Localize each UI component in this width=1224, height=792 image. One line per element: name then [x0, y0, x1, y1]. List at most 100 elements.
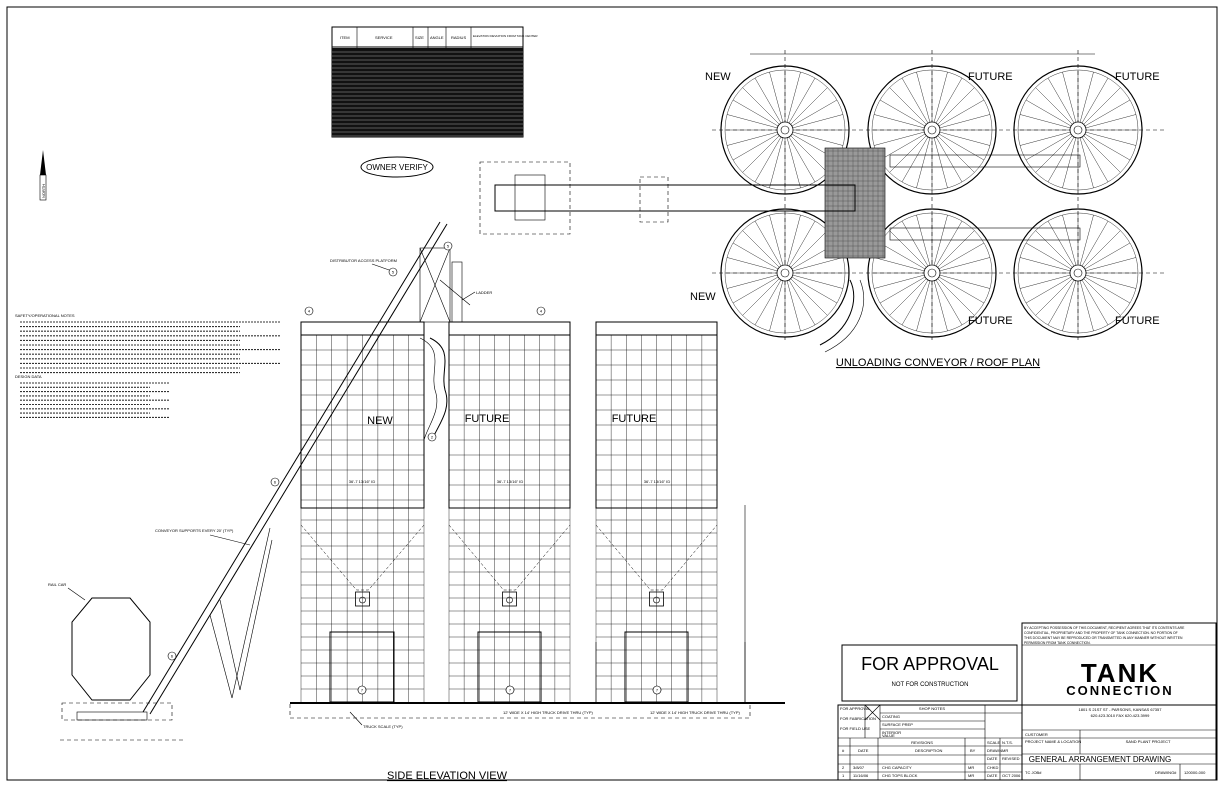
plan-tank-1	[720, 65, 850, 195]
callout-truck-drive-2: 12' WIDE X 14' HIGH TRUCK DRIVE THRU (TY…	[650, 710, 741, 715]
date2-label: DATE	[987, 773, 998, 778]
sheet-border	[6, 6, 1218, 781]
truck-bay-1	[329, 631, 395, 703]
tank-elev-label-new: NEW	[367, 415, 393, 427]
callout-bubble-number-3: 5	[447, 244, 450, 249]
disclaimer-text: BY ACCEPTING POSSESSION OF THIS DOCUMENT…	[1024, 626, 1185, 645]
design-data-block	[20, 382, 170, 418]
scale-label: SCALE	[987, 740, 1000, 745]
callout-bubble-0	[304, 306, 314, 316]
callout-bubble-4	[427, 432, 437, 442]
callout-bubble-8	[505, 685, 515, 695]
shop-row-value: VALUE	[882, 733, 895, 738]
callout-bubble-1	[536, 306, 546, 316]
truck-bay-2	[477, 631, 542, 703]
tank-diameter-2: 36'-7 13/16" ID	[497, 479, 524, 484]
plan-tank-4	[720, 208, 850, 338]
table-header-radius: RADIUS	[451, 35, 466, 40]
shop-row-coating: COATING	[882, 714, 900, 719]
incline-conveyor	[142, 221, 448, 715]
drawn-value: MR	[1002, 748, 1008, 753]
tank-elev-label-future-2: FUTURE	[612, 413, 657, 425]
plan-conveyor-upper	[889, 154, 1081, 168]
rev-col-desc: DESCRIPTION	[915, 748, 942, 753]
side-elevation-title: SIDE ELEVATION VIEW	[387, 770, 508, 782]
shop-row-surface-prep: SURFACE PREP	[882, 722, 913, 727]
table-header-angle: ANGLE	[430, 35, 444, 40]
shop-row-interior: INTERIOR	[882, 730, 901, 735]
table-header-elevation: ELEVATION DEVIATION FROM TANK CENTER	[473, 34, 538, 38]
tank-elev-label-future-1: FUTURE	[465, 413, 510, 425]
title-block	[837, 622, 1217, 781]
tc-job-label: TC JOB#	[1025, 770, 1042, 775]
disclaimer-line-1: CONFIDENTIAL, PROPRIETARY AND THE PROPER…	[1024, 631, 1178, 635]
north-arrow-icon	[39, 150, 47, 201]
company-address: 1801 S 21ST ST - PARSONS, KANSAS 67357	[1079, 707, 1163, 712]
drawn-label: DRAWN	[987, 748, 1002, 753]
rev-row-1-no: 1	[842, 773, 845, 778]
notes-heading: SAFETY/OPERATIONAL NOTES	[15, 313, 75, 318]
table-header-item: ITEM	[340, 35, 350, 40]
plan-tank-2	[867, 65, 997, 195]
spiral-chute	[429, 337, 448, 441]
chkd-label: CHKD	[987, 765, 998, 770]
plan-conveyor	[494, 184, 856, 212]
drawing-title: GENERAL ARRANGEMENT DRAWING	[1029, 755, 1171, 764]
tank-diameter-3: 36'-7 13/16" ID	[644, 479, 671, 484]
callout-bubble-9	[652, 685, 662, 695]
date2-value: OCT 2006	[1002, 773, 1021, 778]
callout-ladder: LADDER	[476, 290, 492, 295]
plan-view-title: UNLOADING CONVEYOR / ROOF PLAN	[836, 357, 1040, 369]
item-table: ITEM SERVICE SIZE ANGLE RADIUS ELEVATION…	[331, 26, 538, 138]
callout-conveyor-supports: CONVEYOR SUPPORTS EVERY 20' (TYP)	[155, 528, 234, 533]
rev-col-no: #	[842, 748, 845, 753]
plan-label-future-top-2: FUTURE	[1115, 71, 1160, 83]
date-label: DATE	[987, 756, 998, 761]
revised-label: REVISED	[1002, 756, 1020, 761]
disclaimer-line-2: THIS DOCUMENT MAY BE REPRODUCED OR TRANS…	[1024, 636, 1183, 640]
disclaimer-line-3: PERMISSION FROM TANK CONNECTION.	[1024, 641, 1091, 645]
distributor-tower	[419, 247, 471, 323]
approval-box	[841, 644, 1018, 702]
company-logo-line2: CONNECTION	[1066, 683, 1173, 698]
callout-bubble-number-2: 5	[392, 270, 395, 275]
drawing-no-label: DRAWING#	[1155, 770, 1177, 775]
design-heading: DESIGN DATA	[15, 374, 42, 379]
north-label: NORTH	[41, 184, 46, 198]
plan-conveyor-lower	[889, 227, 1081, 241]
plan-tank-5	[867, 208, 997, 338]
notes-text-block	[20, 321, 280, 374]
project-value: SAND PLANT PROJECT	[1126, 739, 1171, 744]
plan-label-new-bottom: NEW	[690, 291, 716, 303]
callout-bubble-number-6: 6	[171, 654, 174, 659]
callout-bubble-number-5: 6	[274, 480, 277, 485]
rev-col-by: BY	[970, 748, 976, 753]
project-label: PROJECT NAME & LOCATION	[1025, 739, 1081, 744]
callout-bubble-5	[270, 477, 280, 487]
callout-rail-car: RAIL CAR	[48, 582, 66, 587]
callout-truck-scale: TRUCK SCALE (TYP)	[363, 724, 403, 729]
tank-diameter-1: 36'-7 13/16" ID	[349, 479, 376, 484]
rev-row-2-by: MR	[968, 765, 974, 770]
callout-bubble-number-4: 2	[431, 435, 434, 440]
rev-row-2-desc: CHG CAPACITY	[882, 765, 912, 770]
callout-bubble-number-1: 4	[540, 309, 543, 314]
plan-label-new-top: NEW	[705, 71, 731, 83]
plan-label-future-bottom-1: FUTURE	[968, 315, 1013, 327]
hoppers	[300, 524, 718, 607]
rail-car	[71, 597, 151, 701]
approval-subtitle: NOT FOR CONSTRUCTION	[892, 682, 969, 688]
callout-bubble-number-0: 4	[308, 309, 311, 314]
status-for-approval: FOR APPROVAL	[840, 706, 871, 711]
callout-bubble-2	[388, 267, 398, 277]
rev-col-date: DATE	[858, 748, 869, 753]
status-for-field-use: FOR FIELD USE	[840, 726, 871, 731]
callout-bubble-number-7: 7	[361, 688, 364, 693]
plan-label-future-top-1: FUTURE	[968, 71, 1013, 83]
rev-row-2-date: 3/8/07	[853, 765, 865, 770]
plan-tank-3	[1013, 65, 1143, 195]
customer-label: CUSTOMER	[1025, 732, 1048, 737]
rev-row-1-date: 11/16/06	[853, 773, 869, 778]
company-logo-line1: TANK	[1081, 658, 1159, 688]
